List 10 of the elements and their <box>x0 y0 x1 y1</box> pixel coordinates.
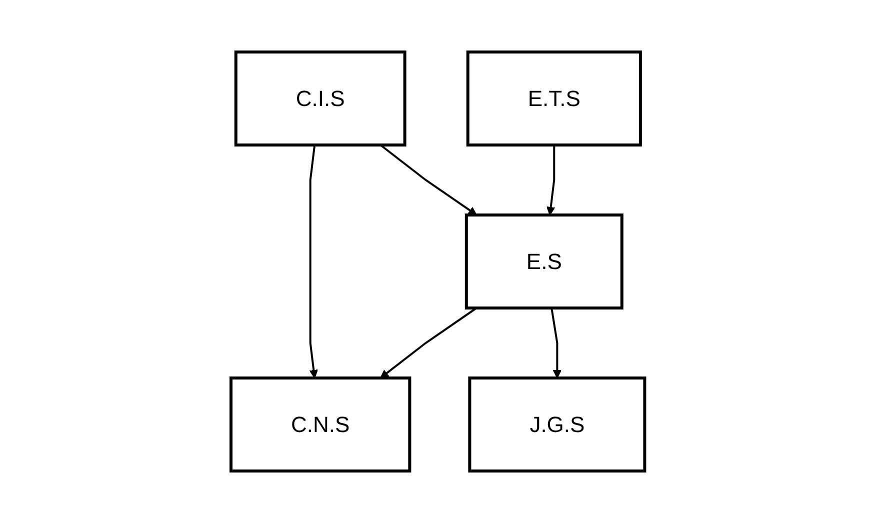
node-box: C.I.S <box>234 50 406 146</box>
node-box: E.S <box>465 214 624 310</box>
arrow <box>380 144 478 216</box>
node-box: J.G.S <box>468 376 646 472</box>
arrow <box>380 307 478 378</box>
node-box: E.T.S <box>466 50 642 146</box>
node-box: C.N.S <box>230 376 412 472</box>
arrow <box>550 308 562 378</box>
arrow <box>546 145 556 216</box>
arrow <box>309 144 318 378</box>
